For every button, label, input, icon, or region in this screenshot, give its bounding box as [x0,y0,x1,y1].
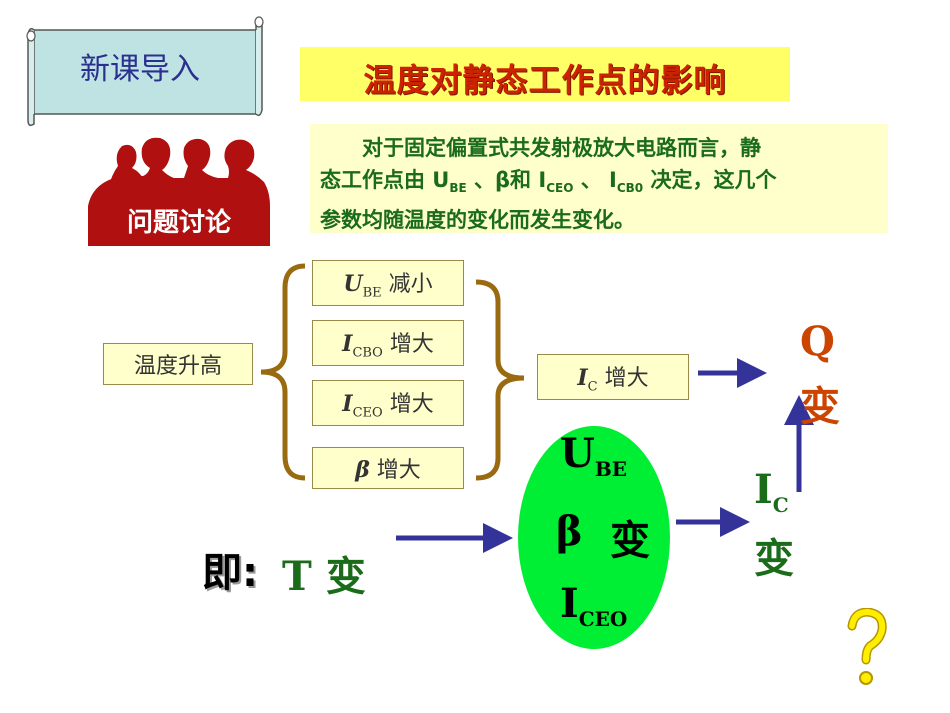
ellipse-ube: UBE [560,430,628,481]
desc-line-2: 态工作点由 UBE 、β和 ICEO 、 ICB0 决定，这几个 [320,168,777,196]
right-brace [475,279,525,481]
ic-label: IC [754,466,789,517]
q-label: Q [800,318,835,365]
question-mark-icon [847,608,887,685]
desc-line-1: 对于固定偏置式共发射极放大电路而言，静 [362,136,761,160]
ellipse-change: 变 [610,518,650,564]
ellipse-iceo: ICEO [560,580,628,631]
ic-change-label: 变 [754,536,794,582]
discussion-label: 问题讨论 [126,208,231,238]
left-brace [260,263,306,481]
ic-increase-box: IC 增大 [537,354,689,400]
section-label: 新课导入 [80,52,200,87]
icbo-increase-box: ICBO 增大 [312,320,464,366]
page-title: 温度对静态工作点的影响 [363,61,727,99]
t-change-label: T 变 [282,553,366,600]
title-background [300,47,790,101]
people-discussion-icon [88,137,270,246]
temperature-rise-box: 温度升高 [103,343,253,385]
ji-label: 即: [202,550,258,596]
description-box: 对于固定偏置式共发射极放大电路而言，静 态工作点由 UBE 、β和 ICEO 、… [310,124,888,233]
beta-increase-box: β 增大 [312,447,464,489]
scroll-banner [26,16,264,127]
q-change-label: 变 [800,384,840,430]
ellipse-beta: β [556,508,583,555]
parameter-ellipse [518,426,670,649]
ube-decrease-box: UBE 减小 [312,260,464,306]
desc-line-3: 参数均随温度的变化而发生变化。 [320,208,635,233]
iceo-increase-box: ICEO 增大 [312,380,464,426]
